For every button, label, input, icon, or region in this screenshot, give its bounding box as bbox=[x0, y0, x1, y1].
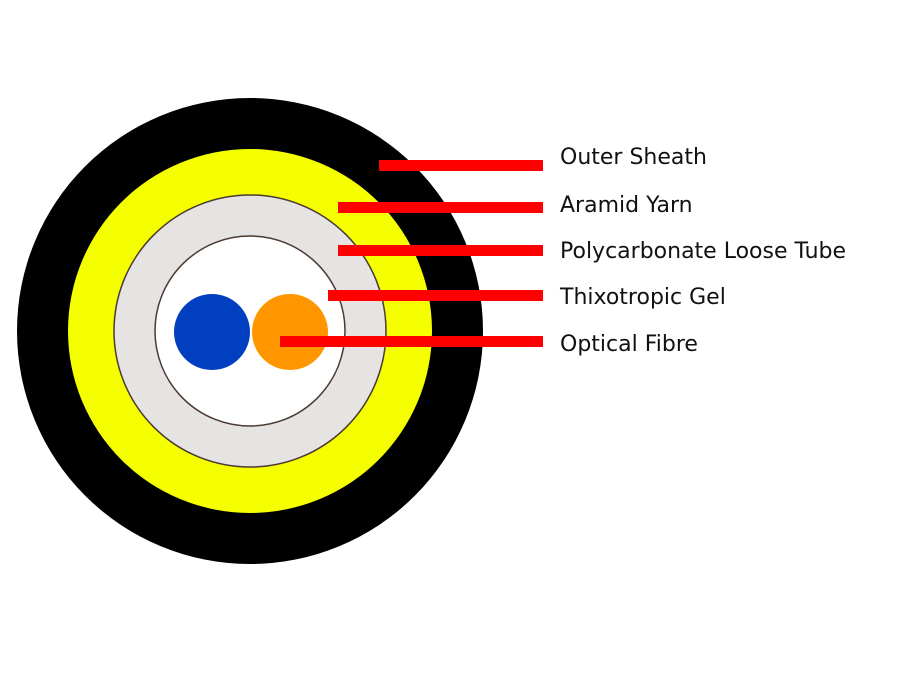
thixotropic-gel-layer bbox=[154, 235, 346, 427]
leader-line-outer-sheath bbox=[379, 160, 543, 171]
label-aramid-yarn: Aramid Yarn bbox=[560, 193, 693, 218]
leader-line-thixotropic-gel bbox=[328, 290, 543, 301]
leader-line-aramid-yarn bbox=[338, 202, 543, 213]
optical-fibre-orange bbox=[252, 294, 328, 370]
leader-line-optical-fibre bbox=[280, 336, 543, 347]
label-thixotropic-gel: Thixotropic Gel bbox=[560, 285, 726, 310]
label-optical-fibre: Optical Fibre bbox=[560, 332, 698, 357]
label-outer-sheath: Outer Sheath bbox=[560, 145, 707, 170]
label-loose-tube: Polycarbonate Loose Tube bbox=[560, 239, 847, 264]
optical-fibre-blue bbox=[174, 294, 250, 370]
leader-line-loose-tube bbox=[338, 245, 543, 256]
